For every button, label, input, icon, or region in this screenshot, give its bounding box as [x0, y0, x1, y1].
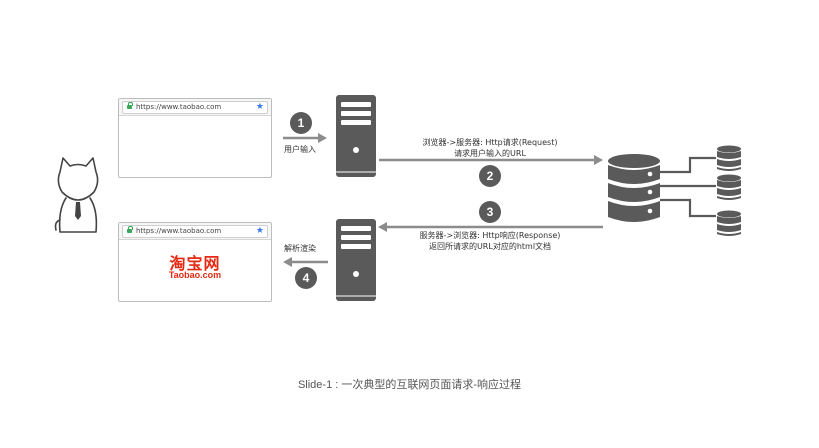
server-icon-bottom — [336, 219, 376, 301]
step-2-label-line2: 请求用户输入的URL — [454, 149, 526, 158]
arrow-step-3 — [378, 222, 603, 232]
small-database-icon-2 — [717, 174, 741, 200]
step-badge-4 — [295, 267, 317, 289]
bookmark-star-icon[interactable]: ★ — [255, 226, 264, 236]
slide-caption: Slide-1 : 一次典型的互联网页面请求-响应过程 — [297, 379, 522, 391]
step-number-4: 4 — [303, 271, 310, 285]
url-text: https://www.taobao.com — [136, 103, 222, 111]
address-bar: https://www.taobao.com ★ — [119, 99, 271, 116]
small-database-icon-3 — [717, 210, 741, 236]
step-1-label: 用户输入 — [284, 145, 316, 154]
user-icon — [54, 157, 99, 233]
url-text: https://www.taobao.com — [136, 227, 222, 235]
db-connectors — [660, 156, 716, 218]
bookmark-star-icon[interactable]: ★ — [255, 102, 264, 112]
step-4-label: 解析渲染 — [284, 244, 316, 253]
step-3-label-line2: 返回所请求的URL对应的html文档 — [428, 242, 552, 251]
address-bar: https://www.taobao.com ★ — [119, 223, 271, 240]
url-field[interactable]: https://www.taobao.com ★ — [122, 225, 268, 238]
taobao-logo-text: Taobao.com — [168, 270, 222, 280]
step-badge-1 — [290, 112, 312, 134]
server-icon-top — [336, 95, 376, 177]
taobao-logo: 淘宝网 — [169, 254, 221, 273]
arrow-step-1 — [283, 133, 327, 143]
step-3-label-line1: 服务器->浏览器: Http响应(Response) — [419, 231, 561, 240]
browser-window-top: https://www.taobao.com ★ — [118, 98, 272, 178]
lock-icon — [127, 226, 133, 233]
browser-window-bottom: https://www.taobao.com ★ 淘宝网 Taobao.com — [118, 222, 272, 302]
step-badge-2 — [479, 165, 501, 187]
step-number-1: 1 — [298, 116, 305, 130]
step-2-label-line1: 浏览器->服务器: Http请求(Request) — [422, 138, 558, 147]
arrow-step-4 — [283, 257, 328, 267]
url-field[interactable]: https://www.taobao.com ★ — [122, 101, 268, 114]
arrow-step-2 — [379, 155, 603, 165]
step-badge-3 — [479, 201, 501, 223]
database-icon — [608, 154, 660, 222]
lock-icon — [127, 102, 133, 109]
small-database-icon-1 — [717, 145, 741, 171]
step-number-2: 2 — [487, 169, 494, 183]
step-number-3: 3 — [487, 205, 494, 219]
